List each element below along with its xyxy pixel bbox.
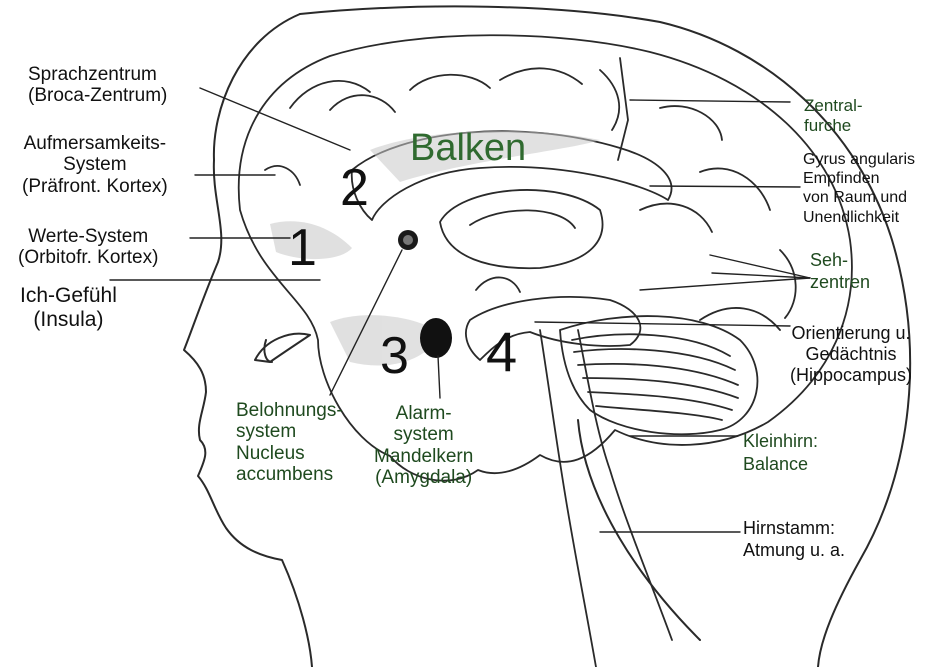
eye [255, 334, 310, 362]
label-balken: Balken [410, 127, 526, 170]
line-central [630, 100, 790, 102]
number-4: 4 [486, 324, 517, 380]
cerebellum [560, 316, 757, 434]
label-hippocampus: Orientierung u. Gedächtnis (Hippocampus) [790, 323, 912, 386]
line-broca [200, 88, 350, 150]
label-visual: Seh- zentren [810, 250, 870, 293]
number-3: 3 [380, 330, 409, 382]
label-angular-gyrus: Gyrus angularis Empfinden von Raum und U… [803, 150, 915, 227]
number-2: 2 [340, 162, 369, 214]
label-values: Werte-System (Orbitofr. Kortex) [18, 226, 158, 269]
amygdala-dot [420, 318, 452, 358]
label-central-sulcus: Zentral- furche [804, 96, 863, 137]
label-alarm: Alarm- system Mandelkern (Amygdala) [374, 403, 473, 488]
line-angular [650, 186, 800, 187]
label-cerebellum: Kleinhirn: Balance [743, 430, 818, 475]
line-visual-2 [712, 273, 810, 278]
line-visual-1 [710, 255, 810, 278]
face-profile [184, 14, 312, 667]
neck-line [578, 420, 700, 640]
label-brainstem: Hirnstamm: Atmung u. a. [743, 518, 845, 561]
label-insula: Ich-Gefühl (Insula) [20, 284, 117, 332]
label-reward: Belohnungs- system Nucleus accumbens [236, 400, 343, 485]
number-1: 1 [288, 222, 317, 274]
label-broca: Sprachzentrum (Broca-Zentrum) [28, 64, 167, 107]
label-attention: Aufmersamkeits- System (Präfront. Kortex… [22, 133, 168, 197]
line-alarm [438, 356, 440, 398]
line-visual-3 [640, 278, 810, 290]
